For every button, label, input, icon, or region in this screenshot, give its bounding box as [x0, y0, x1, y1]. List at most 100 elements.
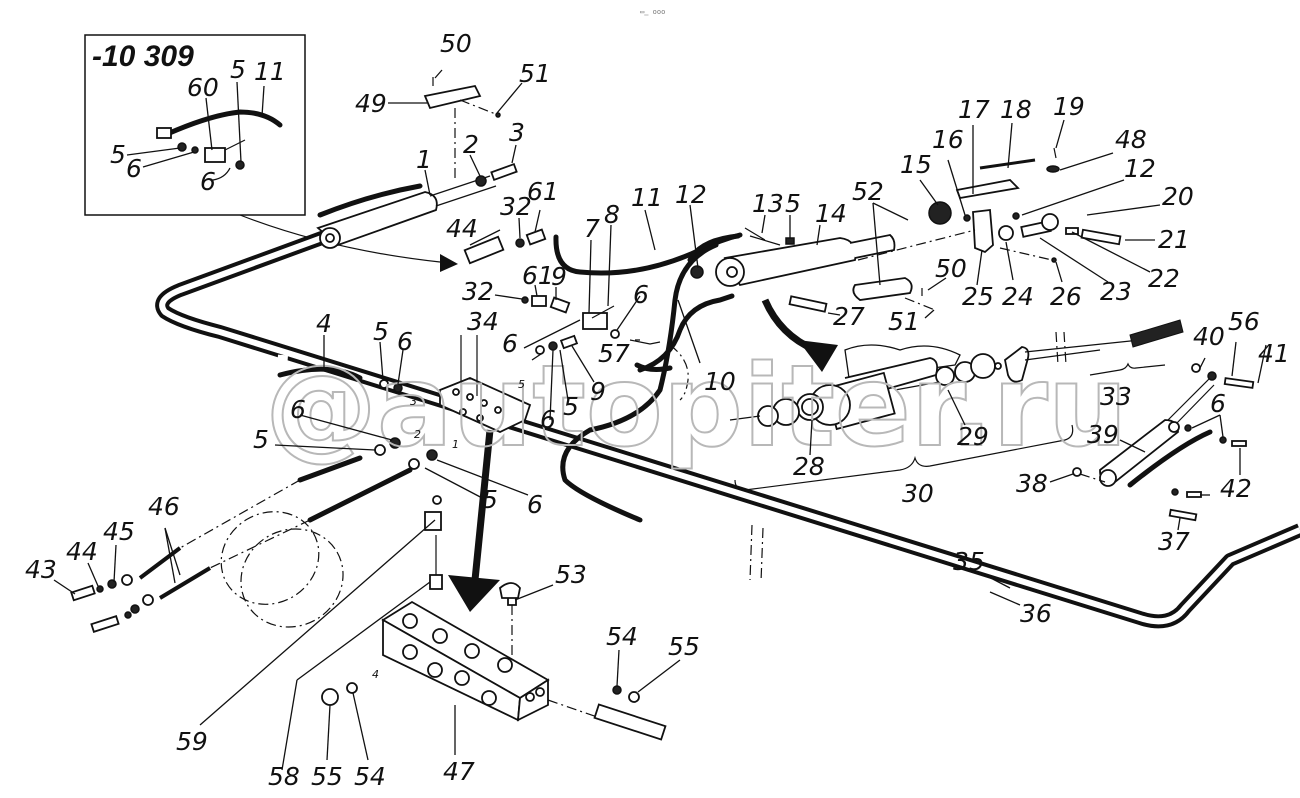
part-12-nut: [690, 265, 704, 279]
label-15: 15: [900, 150, 932, 179]
part-12-nut-b: [1012, 212, 1020, 220]
leader-58-a: [281, 679, 298, 771]
cylinder-14-rod: [849, 234, 896, 259]
part-6-washer-c: [1184, 424, 1192, 432]
label-17: 17: [958, 95, 990, 124]
leader-46-a: [164, 527, 181, 576]
leader-52-b: [872, 202, 909, 221]
leader-46-b: [164, 527, 176, 584]
leader-52-a: [872, 202, 881, 286]
part-41-bolt: [1223, 377, 1255, 389]
block-47-port-top-1: [402, 613, 418, 629]
cylinder-1-hose: [317, 183, 423, 218]
leader-22: [1071, 231, 1151, 273]
label-9: 9: [551, 262, 567, 291]
part-46-fitting-b: [142, 594, 154, 606]
label-51-b: 51: [888, 307, 920, 336]
part-48-washer: [1046, 165, 1060, 173]
leader-56: [1231, 341, 1237, 377]
label-6-mid: 6: [502, 329, 518, 358]
leader-23: [1039, 237, 1109, 283]
block-47-port-side-1: [525, 692, 535, 702]
part-21-bolt: [1080, 228, 1122, 246]
label-8: 8: [604, 200, 620, 229]
part-13-fittings: [744, 227, 781, 246]
label-6-top: 6: [633, 280, 649, 309]
leader-54-b: [616, 649, 620, 687]
label-6-4: 6: [397, 327, 413, 356]
leader-6-mid: [523, 319, 581, 349]
label-20: 20: [1162, 182, 1194, 211]
part-46-fitting-a: [121, 574, 133, 586]
leader-13: [761, 214, 766, 234]
block-47-port-front-3: [454, 670, 470, 686]
hose-dashed-route: [669, 344, 689, 401]
part-61-fitting-top: [525, 228, 547, 246]
inset-hose-11: [162, 109, 283, 138]
label-58: 58: [268, 762, 300, 791]
part-6-washer: [610, 329, 620, 339]
label-57: 57: [598, 339, 630, 368]
label-5-left: 5: [253, 425, 269, 454]
leader-8: [607, 224, 612, 307]
cylinder-1-eye-hole: [325, 233, 335, 243]
small-block-port-2: [466, 393, 474, 401]
cylinder-39-rod: [1167, 377, 1211, 421]
leader-32: [494, 294, 523, 300]
part-24-washer: [998, 225, 1014, 241]
watermark: @autopiter.ru: [265, 342, 1128, 472]
part-26-axis: [999, 247, 1053, 261]
part-42-bolt-b: [1186, 491, 1202, 498]
inset-label-60: 60: [187, 73, 219, 102]
small-block-port-6: [476, 414, 484, 422]
part-18-strip: [979, 158, 1036, 170]
label-44-b: 44: [66, 537, 98, 566]
label-9-lower: 9: [590, 377, 606, 406]
cylinder-39: [1099, 377, 1215, 487]
hose-46-a-axis: [179, 479, 301, 549]
leader-lines: [53, 69, 1267, 771]
part-19-screw: [1053, 147, 1057, 159]
label-49: 49: [355, 89, 387, 118]
label-24: 24: [1002, 282, 1034, 311]
block-47-port-top-2: [432, 628, 448, 644]
part-58-valve-body: [429, 574, 443, 590]
label-28: 28: [793, 452, 825, 481]
leader-44: [469, 229, 501, 246]
label-56: 56: [1228, 307, 1260, 336]
hose-4: [277, 366, 363, 381]
label-25: 25: [962, 282, 994, 311]
inset-title: -10 309: [92, 40, 194, 73]
label-54-b: 54: [606, 622, 638, 651]
part-61-fitting: [531, 295, 547, 307]
label-2: 2: [463, 130, 479, 159]
leader-43: [53, 579, 76, 595]
block-47-port-top-4: [497, 657, 513, 673]
part-25-lever: [972, 208, 994, 254]
part-43-coupling: [70, 584, 96, 602]
part-33-lever-end: [1004, 346, 1030, 383]
leader-24: [1005, 241, 1014, 281]
leader-26: [1055, 261, 1063, 283]
leader-15: [919, 179, 939, 206]
small-block-port-4: [494, 406, 502, 414]
leader-6-4: [397, 349, 404, 385]
cylinder-39-eye: [1099, 469, 1117, 487]
label-13: 13: [752, 189, 784, 218]
leader-10: [677, 299, 701, 364]
hose-coil-1: [220, 511, 320, 605]
leader-58-b: [296, 581, 431, 681]
part-9-fitting-b: [559, 334, 579, 350]
label-11: 11: [631, 183, 663, 212]
inset-label-5-top: 5: [230, 55, 246, 84]
leader-37: [1177, 517, 1181, 531]
label-30: 30: [902, 479, 934, 508]
leader-1: [424, 169, 431, 196]
leader-54: [352, 692, 369, 761]
cylinder-14: [715, 234, 896, 287]
hose-46-b-axis: [209, 519, 311, 569]
inset-valve-60: [204, 147, 226, 163]
part-52-guard: [852, 277, 913, 301]
label-14: 14: [815, 199, 847, 228]
label-18: 18: [1000, 95, 1032, 124]
